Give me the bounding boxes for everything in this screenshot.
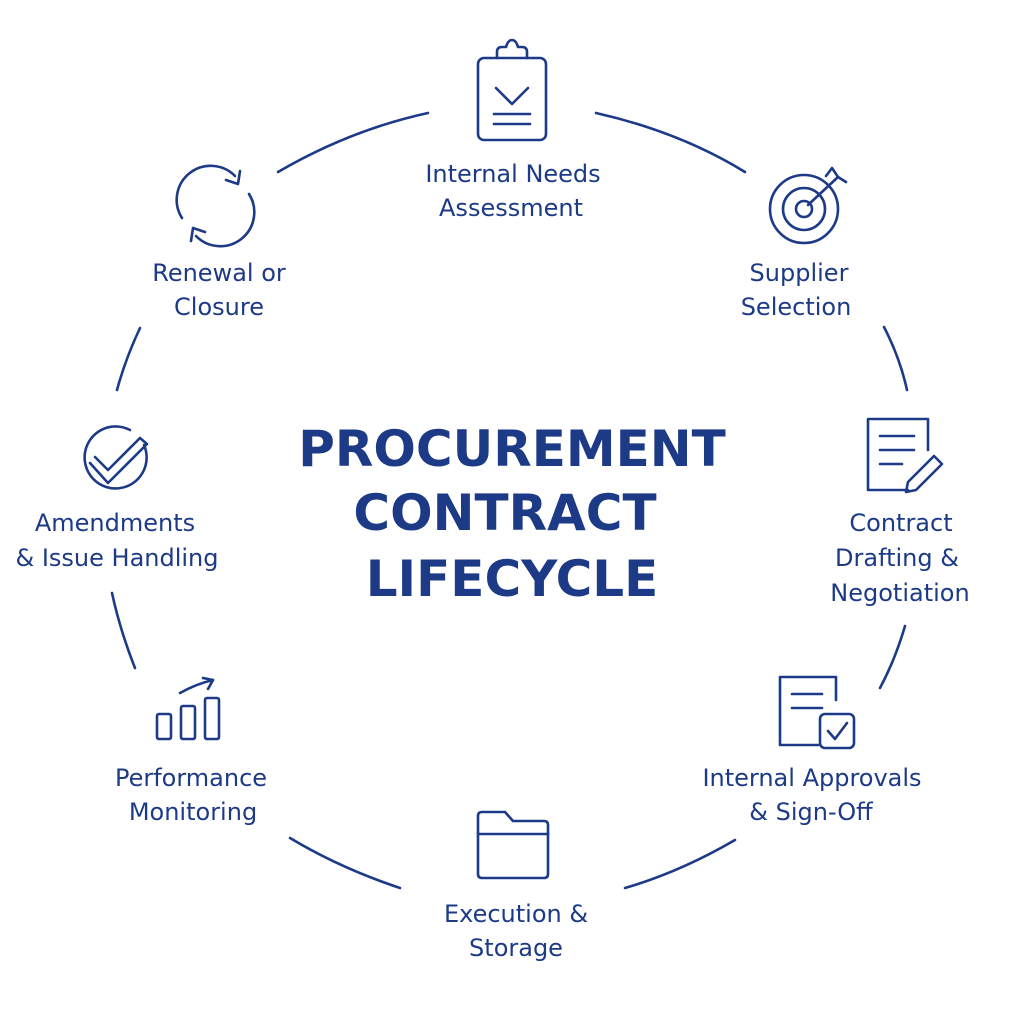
arc-approvals-to-execution <box>623 838 737 890</box>
bar-chart-icon <box>155 676 221 741</box>
arc-amendments-to-renewal <box>115 326 142 392</box>
center-title: PROCUREMENT CONTRACT LIFECYCLE <box>298 420 725 608</box>
arc-performance-to-amendments <box>110 591 137 670</box>
stage-label-line-2: Closure <box>174 293 264 321</box>
stage-execution-storage: Execution & Storage <box>444 810 588 962</box>
arc-execution-to-performance <box>288 836 402 890</box>
stage-internal-needs-assessment: Internal Needs Assessment <box>425 38 601 222</box>
refresh-icon <box>175 164 256 248</box>
stage-supplier-selection: Supplier Selection <box>741 166 852 321</box>
stage-label-line-1: Internal Needs <box>425 160 600 188</box>
stage-label-line-3: Negotiation <box>830 579 969 607</box>
title-line-3: LIFECYCLE <box>366 550 659 608</box>
stage-renewal-closure: Renewal or Closure <box>152 164 286 321</box>
clipboard-check-icon <box>476 38 548 142</box>
stage-label-line-2: & Sign-Off <box>749 798 873 826</box>
stage-label-line-2: & Issue Handling <box>15 544 218 572</box>
stage-label-line-2: Drafting & <box>835 544 959 572</box>
title-line-1: PROCUREMENT <box>298 420 725 478</box>
document-edit-icon <box>866 417 944 494</box>
stage-label-line-1: Supplier <box>750 259 849 287</box>
stage-contract-drafting: Contract Drafting & Negotiation <box>830 417 970 607</box>
arc-renewal-to-needs <box>276 111 430 174</box>
arc-supplier-to-drafting <box>882 325 909 392</box>
document-approved-icon <box>778 675 856 750</box>
stage-internal-approvals: Internal Approvals & Sign-Off <box>702 675 922 826</box>
stage-label-line-1: Performance <box>115 764 267 792</box>
stage-label-line-1: Renewal or <box>152 259 286 287</box>
stage-performance-monitoring: Performance Monitoring <box>115 676 267 826</box>
arc-drafting-to-approvals <box>878 624 907 690</box>
stage-label-line-2: Storage <box>469 934 563 962</box>
title-line-2: CONTRACT <box>353 484 656 542</box>
stage-label-line-2: Selection <box>741 293 852 321</box>
stage-label-line-2: Assessment <box>439 194 583 222</box>
stage-label-line-1: Contract <box>849 509 952 537</box>
stage-label-line-1: Internal Approvals <box>702 764 921 792</box>
folder-icon <box>476 810 550 880</box>
cycle-arcs <box>110 111 909 890</box>
target-icon <box>768 166 848 245</box>
check-circle-icon <box>83 425 149 490</box>
stage-amendments: Amendments & Issue Handling <box>15 425 219 572</box>
stage-label-line-1: Amendments <box>35 509 195 537</box>
arc-needs-to-supplier <box>594 111 747 174</box>
stage-label-line-2: Monitoring <box>129 798 257 826</box>
stage-label-line-1: Execution & <box>444 900 588 928</box>
